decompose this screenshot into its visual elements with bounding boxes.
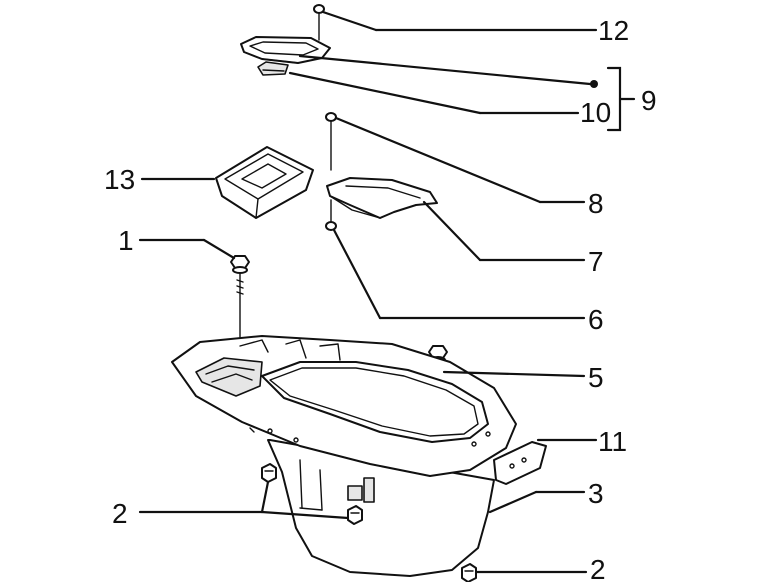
part-1-bolt (230, 255, 250, 346)
callout-7: 7 (588, 246, 604, 277)
callout-5: 5 (588, 362, 604, 393)
leader-9 (298, 54, 592, 86)
callout-1: 1 (118, 225, 134, 256)
callout-9: 9 (641, 85, 657, 116)
part-12-screw (313, 4, 325, 41)
callout-12: 12 (598, 15, 629, 46)
callout-10: 10 (580, 97, 611, 128)
leader-7 (422, 200, 482, 262)
callout-6: 6 (588, 304, 604, 335)
leader-1-d (202, 238, 236, 260)
part-9-lid-cover (240, 36, 331, 64)
group-9-bracket (606, 66, 636, 132)
leader-2a-up (260, 480, 270, 514)
part-10-clip (257, 61, 289, 76)
part-2-clips (261, 463, 477, 582)
leader-10 (288, 71, 482, 115)
part-11-bracket (493, 441, 547, 485)
leader-6 (332, 228, 382, 320)
callout-2-left: 2 (112, 498, 128, 529)
leader-8 (334, 116, 542, 204)
leader-5 (442, 370, 586, 378)
callout-labels: 12 9 10 8 13 1 7 6 5 11 3 2 2 (104, 15, 657, 582)
part-8-screw (325, 112, 337, 171)
callout-3: 3 (588, 478, 604, 509)
part-7-cover-plate (326, 177, 438, 219)
part-13-tray (215, 146, 314, 219)
part-3-helmet-compartment (171, 335, 517, 577)
callout-2-bottom: 2 (590, 554, 606, 582)
leader-12 (321, 10, 378, 32)
callout-13: 13 (104, 164, 135, 195)
leader-9-dot (590, 80, 598, 88)
callout-11: 11 (598, 426, 627, 457)
part-6-nut (325, 199, 337, 231)
leader-lines (138, 10, 598, 574)
leader-2a-right (260, 510, 350, 520)
leader-3 (488, 490, 538, 514)
callout-8: 8 (588, 188, 604, 219)
